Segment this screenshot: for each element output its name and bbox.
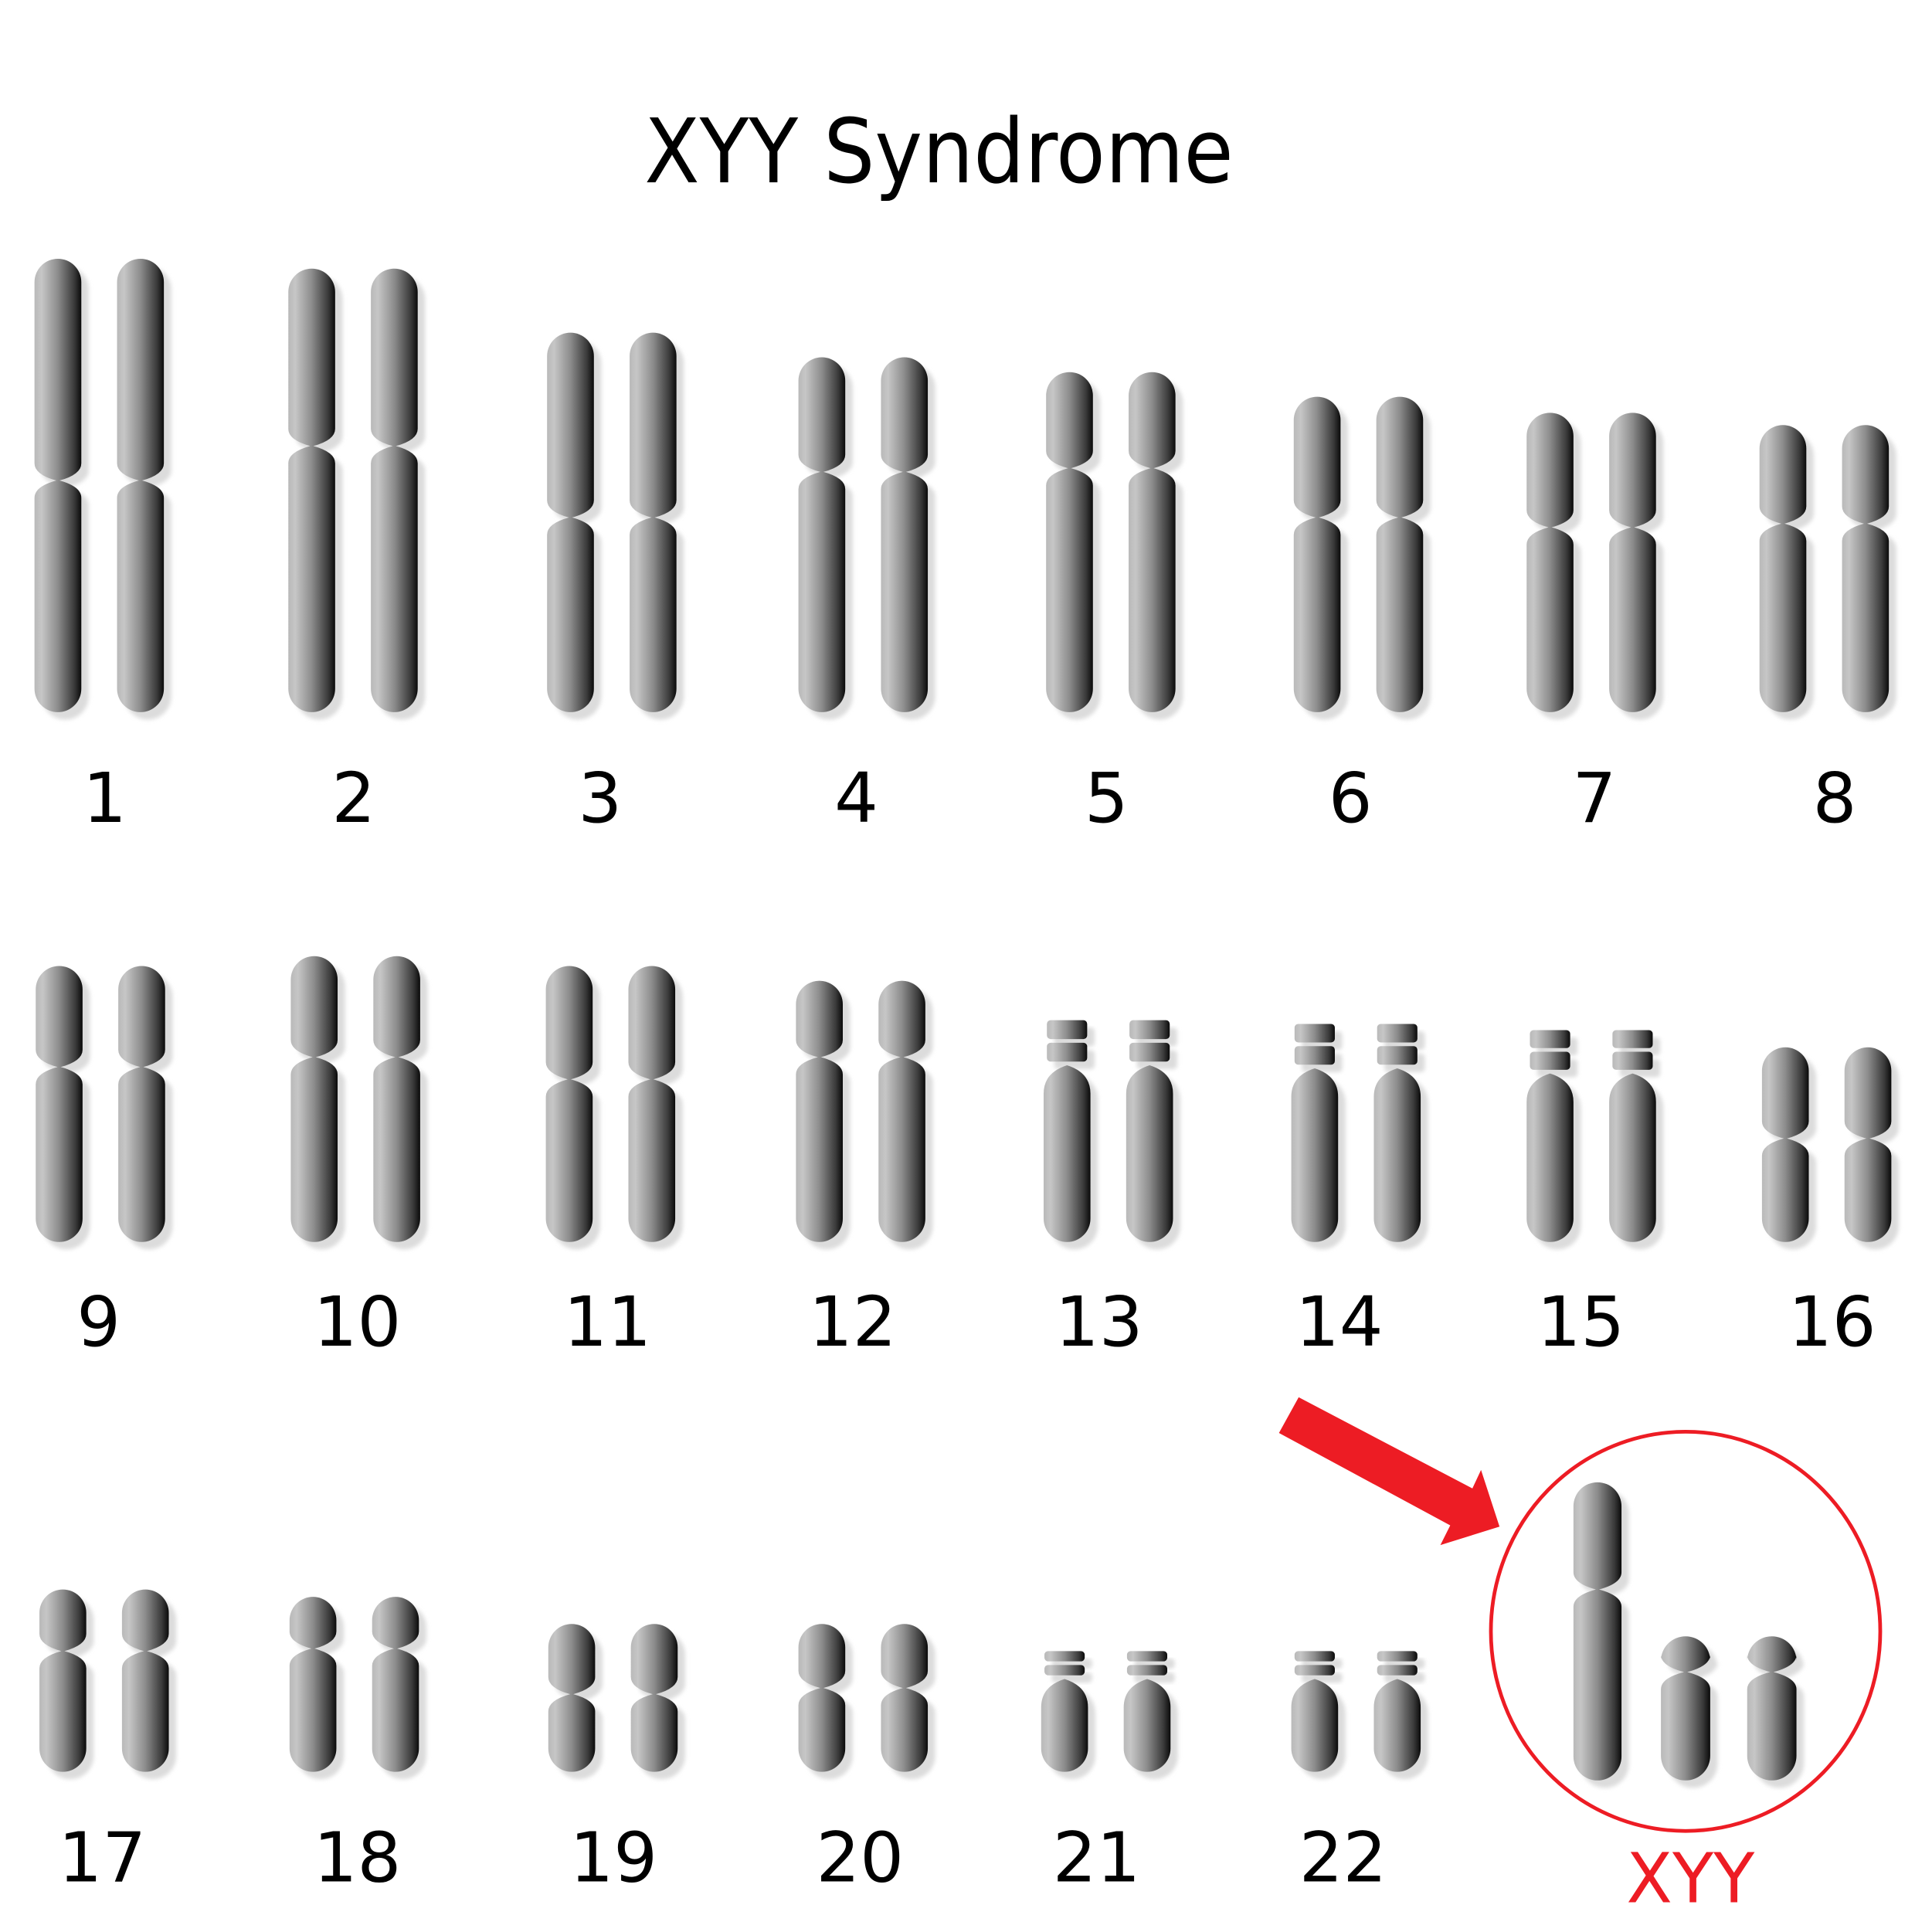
chromosome-pair-8 bbox=[1759, 425, 1896, 720]
chromosome-pair-4 bbox=[798, 357, 935, 720]
chromosome-15-a bbox=[1526, 1030, 1581, 1250]
sex-chromosome-y-2 bbox=[1661, 1636, 1718, 1788]
chromosome-15-b bbox=[1609, 1030, 1664, 1250]
chromosome-22-a bbox=[1291, 1651, 1346, 1780]
chromosome-pair-14 bbox=[1291, 1024, 1428, 1250]
chromosome-8-b bbox=[1842, 425, 1896, 720]
page-title: XYY Syndrome bbox=[644, 100, 1233, 204]
chromosome-pair-13 bbox=[1043, 1020, 1181, 1250]
chromosome-label-4: 4 bbox=[834, 759, 878, 839]
chromosome-18-b bbox=[372, 1597, 426, 1780]
xyy-label: XYY bbox=[1626, 1839, 1754, 1920]
chromosome-4-b bbox=[881, 357, 935, 720]
chromosome-5-a bbox=[1046, 372, 1101, 720]
chromosome-14-a bbox=[1291, 1024, 1346, 1250]
chromosome-pair-15 bbox=[1526, 1030, 1664, 1250]
chromosome-12-a bbox=[796, 980, 851, 1250]
chromosome-label-9: 9 bbox=[76, 1282, 121, 1363]
chromosome-label-17: 17 bbox=[59, 1818, 147, 1899]
chromosome-label-22: 22 bbox=[1299, 1818, 1387, 1899]
chromosome-label-3: 3 bbox=[578, 759, 622, 839]
chromosome-3-a bbox=[547, 332, 602, 720]
chromosome-22-b bbox=[1373, 1651, 1428, 1780]
chromosome-pair-1 bbox=[34, 258, 171, 720]
chromosome-14-b bbox=[1373, 1024, 1428, 1250]
chromosome-pair-20 bbox=[798, 1624, 935, 1780]
chromosome-label-8: 8 bbox=[1813, 759, 1857, 839]
chromosome-1-b bbox=[117, 258, 171, 720]
chromosome-2-a bbox=[288, 268, 343, 720]
chromosome-3-b bbox=[630, 332, 684, 720]
chromosome-13-a bbox=[1043, 1020, 1098, 1250]
chromosome-19-a bbox=[548, 1624, 603, 1780]
sex-chromosomes bbox=[1573, 1482, 1805, 1788]
chromosome-pair-9 bbox=[36, 966, 173, 1250]
chromosome-7-a bbox=[1526, 413, 1581, 720]
chromosome-label-21: 21 bbox=[1053, 1818, 1141, 1899]
chromosome-label-18: 18 bbox=[314, 1818, 402, 1899]
chromosome-8-a bbox=[1759, 425, 1814, 720]
chromosome-10-b bbox=[373, 956, 428, 1250]
chromosome-5-b bbox=[1129, 372, 1183, 720]
chromosome-pair-19 bbox=[548, 1624, 685, 1780]
chromosome-4-a bbox=[798, 357, 853, 720]
chromosome-9-a bbox=[36, 966, 90, 1250]
chromosome-pair-16 bbox=[1761, 1047, 1899, 1250]
chromosome-pair-5 bbox=[1046, 372, 1183, 720]
chromosome-7-b bbox=[1609, 413, 1664, 720]
chromosome-label-2: 2 bbox=[331, 759, 375, 839]
sex-chromosome-group: XYY bbox=[1489, 1430, 1883, 1920]
chromosome-pair-21 bbox=[1041, 1651, 1178, 1780]
chromosome-label-11: 11 bbox=[564, 1282, 652, 1363]
chromosome-pair-6 bbox=[1293, 396, 1431, 720]
chromosome-12-b bbox=[878, 980, 933, 1250]
chromosome-6-a bbox=[1293, 396, 1348, 720]
chromosome-21-b bbox=[1123, 1651, 1178, 1780]
chromosome-13-b bbox=[1126, 1020, 1181, 1250]
chromosome-pair-2 bbox=[288, 268, 426, 720]
chromosome-1-a bbox=[34, 258, 89, 720]
chromosome-pair-3 bbox=[547, 332, 684, 720]
chromosome-2-b bbox=[371, 268, 426, 720]
chromosome-label-10: 10 bbox=[314, 1282, 402, 1363]
chromosome-11-b bbox=[628, 966, 683, 1250]
chromosome-label-7: 7 bbox=[1573, 759, 1617, 839]
chromosome-pair-12 bbox=[796, 980, 933, 1250]
chromosome-label-1: 1 bbox=[83, 759, 127, 839]
chromosome-label-6: 6 bbox=[1329, 759, 1373, 839]
chromosome-label-14: 14 bbox=[1295, 1282, 1384, 1363]
sex-chromosome-x-1 bbox=[1573, 1482, 1629, 1788]
chromosome-17-a bbox=[39, 1589, 94, 1780]
chromosome-pair-11 bbox=[545, 966, 683, 1250]
chromosome-pair-18 bbox=[289, 1597, 426, 1780]
chromosome-10-a bbox=[290, 956, 345, 1250]
chromosome-21-a bbox=[1041, 1651, 1095, 1780]
chromosome-20-b bbox=[881, 1624, 935, 1780]
chromosome-11-a bbox=[545, 966, 600, 1250]
chromosome-label-20: 20 bbox=[816, 1818, 904, 1899]
chromosome-pair-7 bbox=[1526, 413, 1664, 720]
chromosome-9-b bbox=[118, 966, 173, 1250]
chromosome-17-b bbox=[121, 1589, 177, 1780]
chromosome-pair-10 bbox=[290, 956, 428, 1250]
chromosome-label-19: 19 bbox=[569, 1818, 657, 1899]
chromosome-label-12: 12 bbox=[809, 1282, 897, 1363]
chromosome-20-a bbox=[798, 1624, 853, 1780]
autosome-grid bbox=[34, 258, 1899, 1780]
chromosome-16-a bbox=[1761, 1047, 1817, 1250]
chromosome-6-b bbox=[1376, 396, 1431, 720]
sex-chromosome-y-3 bbox=[1747, 1636, 1805, 1788]
chromosome-18-a bbox=[289, 1597, 345, 1780]
highlight-circle bbox=[1489, 1430, 1883, 1833]
chromosome-label-13: 13 bbox=[1055, 1282, 1143, 1363]
chromosome-19-b bbox=[630, 1624, 685, 1780]
chromosome-pair-17 bbox=[39, 1589, 177, 1780]
chromosome-pair-22 bbox=[1291, 1651, 1428, 1780]
chromosome-label-15: 15 bbox=[1537, 1282, 1625, 1363]
chromosome-label-16: 16 bbox=[1788, 1282, 1876, 1363]
red-arrow-icon bbox=[1278, 1397, 1500, 1546]
chromosome-label-5: 5 bbox=[1085, 759, 1129, 839]
chromosome-16-b bbox=[1844, 1047, 1899, 1250]
